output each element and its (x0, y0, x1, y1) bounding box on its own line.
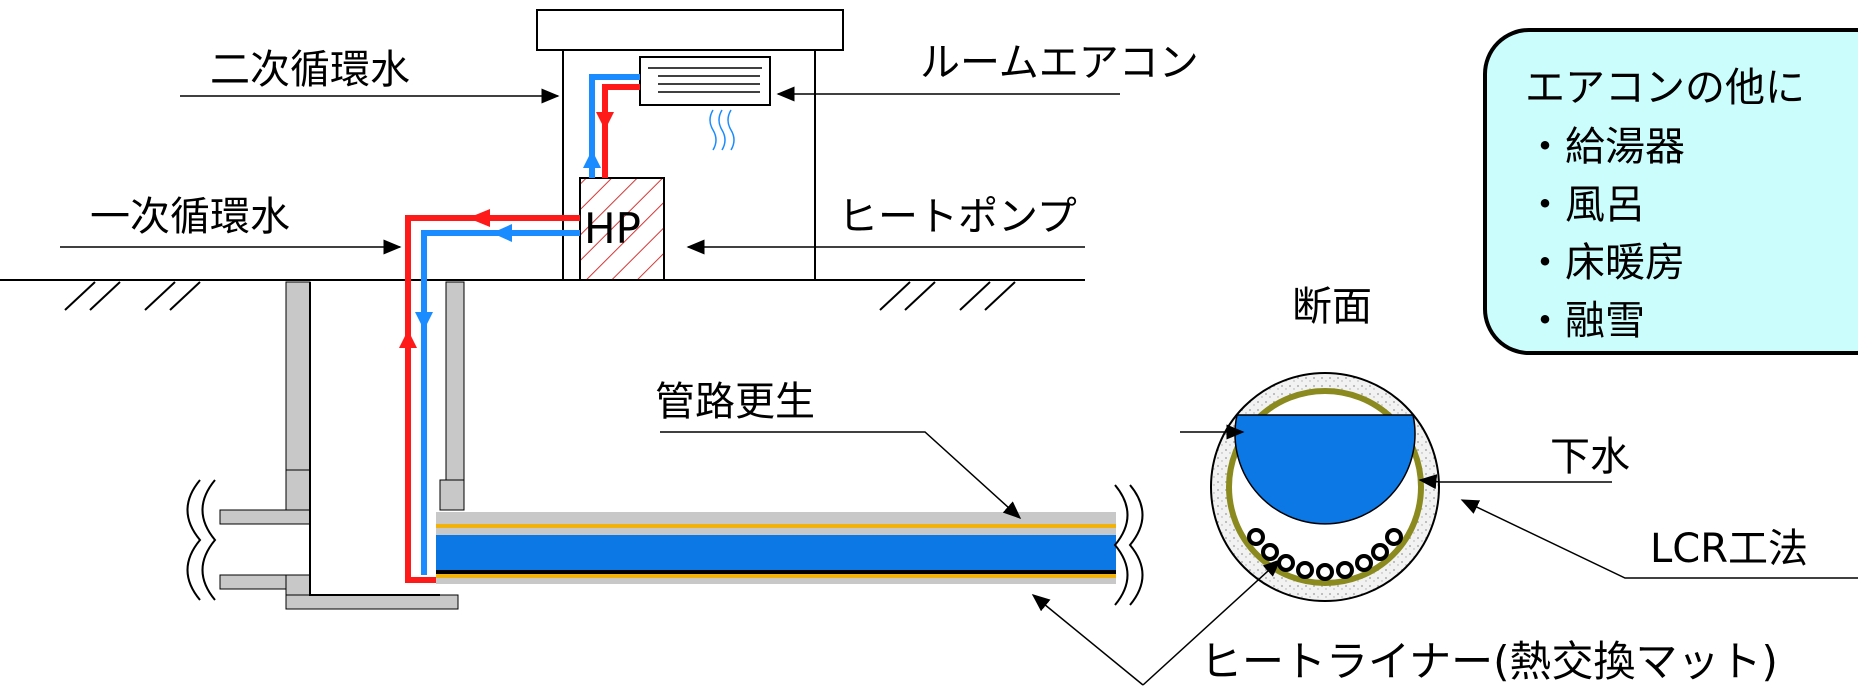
sewage-water (1234, 414, 1416, 525)
heat-pump-label: ヒートポンプ (838, 194, 1077, 240)
secondary-cold-pipe (589, 74, 640, 178)
pipe-rehab-label: 管路更生 (655, 379, 815, 425)
sewage-leader (1418, 474, 1612, 490)
manhole-structure (219, 281, 465, 610)
heat-liner-pipe-leader (1031, 594, 1144, 686)
pipe-break-right (1113, 484, 1144, 606)
house-roof (536, 9, 844, 51)
secondary-hot-pipe (602, 84, 640, 178)
callout-item-snow-melting: ・融雪 (1525, 298, 1645, 344)
ground-hatch (64, 281, 1016, 311)
cross-section-label: 断面 (1292, 284, 1372, 330)
room-aircon-label: ルームエアコン (920, 40, 1199, 86)
callout-title: エアコンの他に (1525, 65, 1805, 111)
heat-pump-unit: HP (579, 177, 665, 281)
secondary-loop-label: 二次循環水 (210, 47, 410, 93)
cross-section (1210, 372, 1440, 602)
callout-list: ・給湯器 ・風呂 ・床暖房 ・融雪 (1525, 118, 1858, 350)
arrow-up-icon (583, 150, 601, 168)
callout-item-water-heater: ・給湯器 (1525, 124, 1685, 170)
warm-air-waves-icon (709, 109, 735, 151)
sewage-label: 下水 (1550, 434, 1630, 480)
manhole-wall (309, 282, 440, 596)
lcr-method-label: LCR工法 (1650, 526, 1808, 572)
callout-item-floor-heating: ・床暖房 (1525, 240, 1685, 286)
heat-liner-label: ヒートライナー(熱交換マット) (1200, 637, 1778, 686)
callout-item-bath: ・風呂 (1525, 182, 1645, 228)
lcr-method-leader (1460, 499, 1858, 579)
arrow-left-icon (492, 224, 512, 242)
heat-exchange-tubes (1247, 528, 1403, 581)
arrow-down-icon (415, 312, 433, 330)
arrow-right-icon (468, 209, 490, 227)
sewer-pipe (436, 512, 1116, 584)
primary-hot-pipe (405, 215, 580, 583)
hp-label: HP (584, 204, 641, 253)
pipe-rehab-leader (660, 431, 1022, 520)
primary-loop-label: 一次循環水 (90, 194, 290, 240)
room-aircon-unit (639, 56, 771, 106)
heat-liner-section-leader (1142, 558, 1282, 686)
pipe-break-left (186, 479, 217, 601)
applications-callout: エアコンの他に ・給湯器 ・風呂 ・床暖房 ・融雪 (1483, 28, 1858, 355)
arrow-up-icon (399, 330, 417, 348)
primary-cold-pipe (421, 230, 580, 575)
arrow-down-icon (596, 112, 614, 130)
